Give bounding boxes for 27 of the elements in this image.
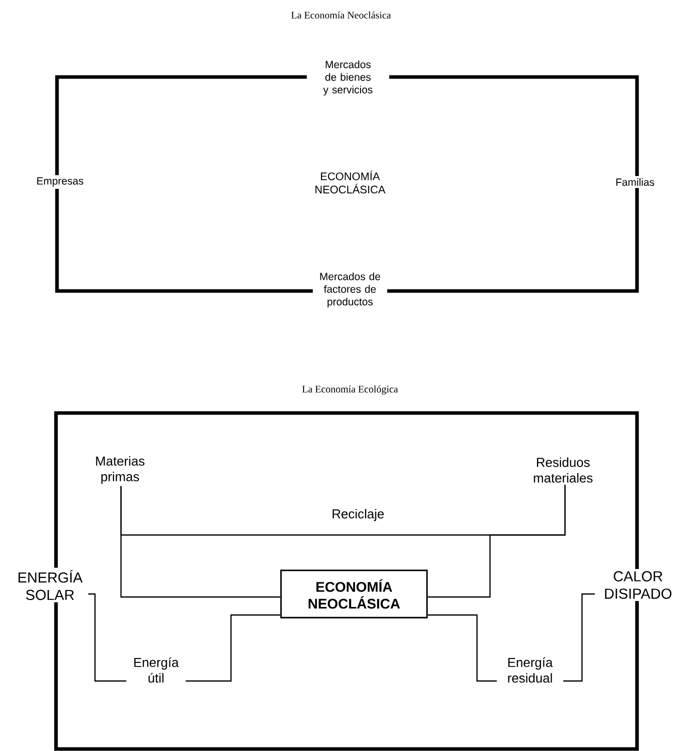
connector-line [54, 411, 639, 569]
connector-line [88, 593, 126, 682]
text-label: La Economía Ecológica [302, 385, 398, 395]
text-label: CALOR DISIPADO [605, 571, 672, 599]
connector-line [54, 601, 639, 751]
connector-line [428, 614, 497, 682]
text-label: Mercados de factores de productos [320, 272, 380, 308]
connector-line [55, 188, 313, 293]
text-label: ECONOMÍA NEOCLÁSICA [315, 170, 386, 194]
connector-line [120, 486, 280, 598]
connector-line [389, 75, 639, 176]
text-label: Energía útil [134, 657, 179, 683]
connector-line [428, 484, 566, 598]
connector-line [186, 614, 280, 682]
text-label: Residuos materiales [534, 457, 593, 483]
connector-line [387, 188, 639, 293]
text-label: Familias [616, 178, 654, 186]
process-box: ECONOMÍA NEOCLÁSICA [280, 570, 428, 618]
text-label: La Economía Neoclásica [291, 11, 391, 19]
connector-line [55, 75, 307, 176]
text-label: Mercados de bienes y servicios [323, 60, 372, 96]
connector-line [563, 593, 595, 682]
text-label: Energía residual [508, 657, 553, 683]
text-label: Empresas [37, 177, 84, 187]
text-label: ENERGÍA SOLAR [18, 570, 83, 600]
text-label: Materias primas [96, 456, 144, 484]
edge-label: Reciclaje [330, 508, 386, 522]
